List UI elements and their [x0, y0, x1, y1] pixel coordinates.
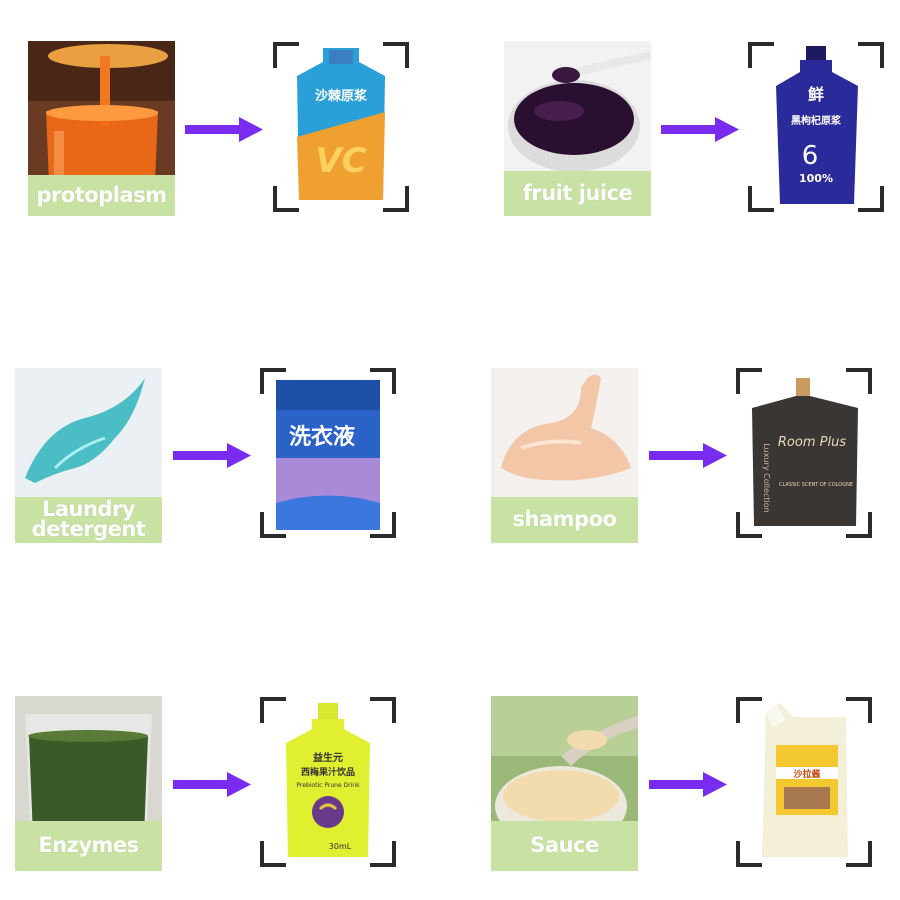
- pouch-text: 沙棘原浆: [315, 88, 368, 104]
- spout-pouch-image: 益生元 西梅果汁饮品 Prebiotic Prune Drink 30mL: [286, 703, 370, 857]
- arrow-right-icon: [173, 443, 251, 468]
- packaging-frame: 鲜 黑枸杞原浆 100% 6: [748, 42, 884, 212]
- product-label: Laundry detergent: [15, 497, 162, 543]
- laundry-detergent-photo: Laundry detergent: [15, 368, 162, 543]
- pouch-text: Luxury Collection: [762, 443, 771, 512]
- product-label: fruit juice: [504, 171, 651, 216]
- arrow-right-icon: [649, 772, 727, 797]
- fruit-juice-image: [504, 41, 651, 216]
- product-label: shampoo: [491, 497, 638, 543]
- pouch-text: 30mL: [329, 842, 352, 851]
- pouch-text: 沙拉酱: [793, 768, 820, 780]
- pouch-text: 100%: [799, 172, 833, 185]
- pouch-text: 西梅果汁饮品: [301, 766, 355, 778]
- spout-pouch-image: 沙拉酱: [762, 703, 848, 857]
- pouch-text: 黑枸杞原浆: [791, 114, 842, 127]
- fruit-juice-photo: fruit juice: [504, 41, 651, 216]
- arrow-right-icon: [661, 117, 739, 142]
- pouch-text: 益生元: [313, 751, 343, 764]
- pouch-text: 洗衣液: [289, 424, 355, 450]
- enzymes-photo: Enzymes: [15, 696, 162, 871]
- spout-pouch-image: 沙棘原浆 VC: [297, 48, 385, 200]
- pouch-text: CLASSIC SCENT OF COLOGNE: [779, 482, 853, 488]
- sauce-photo: Sauce: [491, 696, 638, 871]
- packaging-frame: 益生元 西梅果汁饮品 Prebiotic Prune Drink 30mL: [260, 697, 396, 867]
- pouch-text: VC: [315, 141, 366, 181]
- product-label: Enzymes: [15, 821, 162, 871]
- shampoo-photo: shampoo: [491, 368, 638, 543]
- packaging-frame: 沙棘原浆 VC: [273, 42, 409, 212]
- product-label: Sauce: [491, 821, 638, 871]
- protoplasm-photo: protoplasm: [28, 41, 175, 216]
- stand-up-pouch-image: 洗衣液: [276, 380, 380, 530]
- pouch-text: 鲜: [808, 85, 824, 104]
- pouch-text: Prebiotic Prune Drink: [296, 782, 360, 789]
- product-label: protoplasm: [28, 175, 175, 216]
- arrow-right-icon: [185, 117, 263, 142]
- packaging-frame: Room Plus Luxury Collection CLASSIC SCEN…: [736, 368, 872, 538]
- packaging-frame: 沙拉酱: [736, 697, 872, 867]
- arrow-right-icon: [649, 443, 727, 468]
- spout-pouch-image: 鲜 黑枸杞原浆 100% 6: [776, 46, 858, 204]
- spout-pouch-image: Room Plus Luxury Collection CLASSIC SCEN…: [752, 378, 858, 526]
- svg-text:6: 6: [802, 141, 819, 171]
- pouch-text: Room Plus: [778, 435, 846, 450]
- arrow-right-icon: [173, 772, 251, 797]
- protoplasm-image: [28, 41, 175, 216]
- packaging-frame: 洗衣液: [260, 368, 396, 538]
